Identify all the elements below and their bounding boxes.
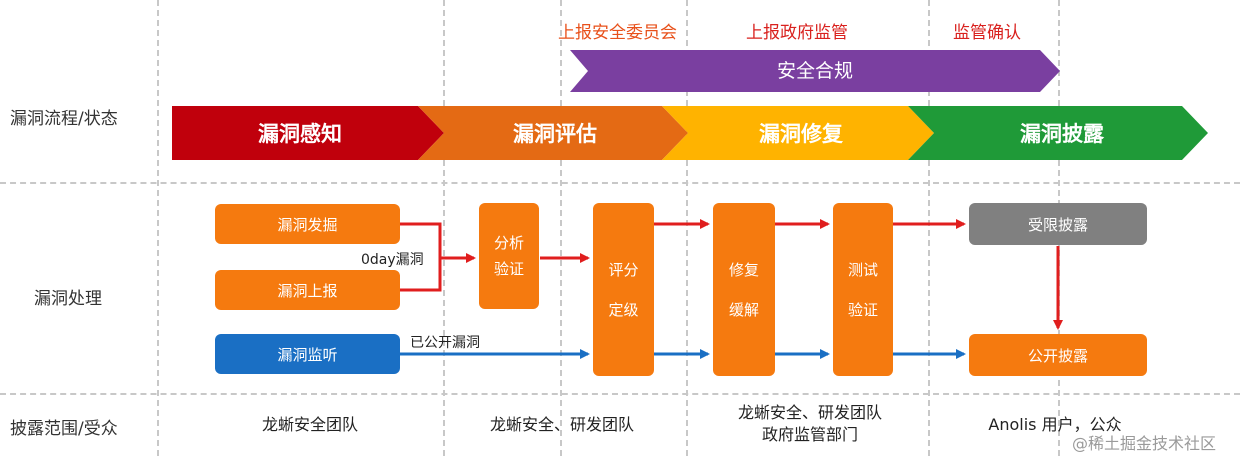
- box-fix-line2: 缓解: [728, 300, 759, 319]
- audience-perception: 龙蜥安全团队: [261, 415, 358, 434]
- box-analyze-line1: 分析: [493, 234, 524, 252]
- box-monitor: 漏洞监听: [215, 334, 400, 374]
- column-divider-4: [686, 0, 688, 456]
- audience-fix: 龙蜥安全、研发团队 政府监管部门: [700, 402, 920, 446]
- column-divider-5: [928, 0, 930, 456]
- row-label-process: 漏洞流程/状态: [10, 109, 118, 129]
- box-limited-disclosure: 受限披露: [969, 203, 1147, 245]
- watermark: @稀土掘金技术社区: [1072, 434, 1217, 453]
- column-divider-2: [443, 0, 445, 456]
- row-divider-2: [0, 393, 1240, 395]
- zero-day-note: 0day漏洞: [361, 252, 424, 268]
- row-label-handling: 漏洞处理: [34, 289, 102, 309]
- row-label-scope: 披露范围/受众: [10, 419, 118, 439]
- box-discover: 漏洞发掘: [215, 204, 400, 244]
- column-divider-1: [157, 0, 159, 456]
- box-test: 测试 验证: [833, 203, 893, 376]
- report-connector: [400, 258, 442, 292]
- stage-assessment-shape: [418, 106, 688, 160]
- box-rating-line2: 定级: [608, 300, 639, 319]
- regulatory-confirm-label: 监管确认: [953, 23, 1021, 43]
- stage-perception: 漏洞感知: [258, 122, 342, 146]
- box-test-line2: 验证: [847, 300, 878, 319]
- stage-chevrons: [172, 106, 1208, 160]
- box-report: 漏洞上报: [215, 270, 400, 310]
- discover-connector: [400, 222, 442, 258]
- stage-fix-shape: [662, 106, 934, 160]
- compliance-arrow: [570, 50, 1060, 92]
- audience-assessment: 龙蜥安全、研发团队: [489, 415, 634, 434]
- stage-perception-shape: [172, 106, 444, 160]
- box-public-disclosure: 公开披露: [969, 334, 1147, 376]
- compliance-arrow-shape: [570, 50, 1060, 92]
- stage-assessment: 漏洞评估: [513, 122, 597, 146]
- stage-disclosure-shape: [908, 106, 1208, 160]
- box-rating: 评分 定级: [593, 203, 654, 376]
- audience-disclosure: Anolis 用户，公众: [988, 415, 1122, 434]
- box-fix-line1: 修复: [728, 260, 759, 279]
- stage-disclosure: 漏洞披露: [1020, 122, 1104, 146]
- audience-fix-line1: 龙蜥安全、研发团队: [737, 403, 882, 422]
- box-rating-line1: 评分: [608, 260, 639, 279]
- box-analyze: 分析 验证: [479, 203, 539, 309]
- report-government-label: 上报政府监管: [746, 23, 848, 43]
- row-divider-1: [0, 182, 1240, 184]
- box-analyze-line2: 验证: [493, 260, 524, 278]
- public-vuln-note: 已公开漏洞: [410, 335, 480, 351]
- box-fix: 修复 缓解: [713, 203, 775, 376]
- report-committee-label: 上报安全委员会: [558, 23, 677, 43]
- compliance-label: 安全合规: [776, 60, 853, 82]
- box-test-line1: 测试: [847, 260, 878, 279]
- stage-fix: 漏洞修复: [759, 122, 843, 146]
- audience-fix-line2: 政府监管部门: [761, 425, 858, 444]
- column-divider-3: [560, 0, 562, 456]
